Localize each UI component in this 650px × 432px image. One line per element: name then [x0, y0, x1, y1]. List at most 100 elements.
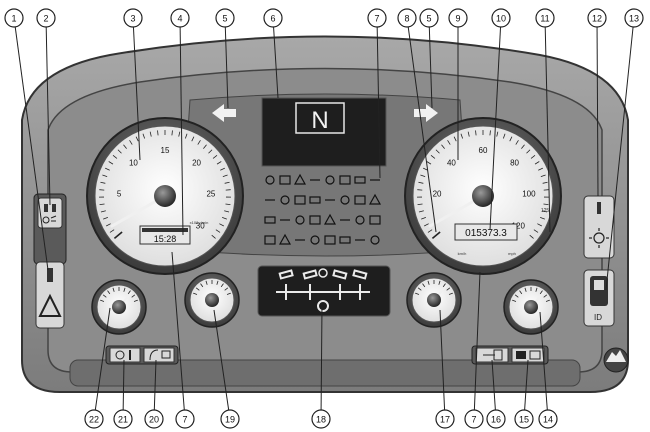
- speedometer-tick: [496, 131, 499, 137]
- warning-light-icon: [370, 235, 380, 245]
- speedometer-tick: [539, 216, 545, 220]
- callout-circle: [486, 409, 506, 429]
- callout-circle: [220, 409, 240, 429]
- tachometer-tick: [123, 144, 127, 149]
- callout-leader-line: [122, 359, 125, 420]
- speedometer-tick: [426, 161, 432, 165]
- small-gauge-fuel: [91, 279, 147, 335]
- cluster-bottom-strip: [69, 359, 581, 387]
- callout-c10: 10: [489, 8, 511, 231]
- speedometer-tick-label: 20: [433, 189, 442, 198]
- callout-leader-line: [132, 17, 141, 161]
- axle-diagram-panel: [257, 265, 391, 317]
- tachometer-tick: [222, 174, 228, 178]
- tachometer-tick-label: 15: [161, 146, 170, 155]
- tachometer-tick-label: 10: [129, 159, 138, 168]
- speedometer-tick: [489, 130, 491, 136]
- callout-number: 1: [11, 14, 16, 24]
- tachometer-tick: [109, 229, 115, 233]
- small-gauge-tick: [220, 283, 224, 288]
- axle-diagram-icon: [276, 269, 370, 312]
- callout-c1: 1: [4, 8, 49, 271]
- tachometer-tick: [203, 144, 207, 149]
- speedometer-tick: [526, 149, 531, 154]
- small-gauge-tick: [131, 294, 136, 298]
- warning-light-icon: [369, 215, 381, 225]
- callout-leader-line: [596, 17, 599, 197]
- callout-number: 7: [182, 415, 187, 425]
- callout-leader-line: [491, 359, 497, 420]
- callout-circle: [123, 8, 143, 28]
- tachometer-tick: [129, 140, 133, 145]
- speedometer-tick: [538, 167, 543, 171]
- speedometer-tick: [417, 203, 423, 206]
- speedometer-tick: [515, 140, 519, 145]
- callout-circle: [263, 8, 283, 28]
- callout-c21: 21: [113, 359, 133, 429]
- callout-leader-line: [439, 309, 446, 420]
- warning-light-icon: [264, 235, 276, 245]
- speedometer-tick: [424, 223, 429, 227]
- small-gauge-tick: [512, 299, 517, 302]
- callout-number: 2: [43, 14, 48, 24]
- callout-number: 17: [440, 415, 450, 425]
- speedometer-tick: [542, 181, 548, 184]
- speedometer-tick: [430, 155, 436, 159]
- small-gauge-tick: [442, 283, 446, 288]
- callout-number: 16: [491, 415, 501, 425]
- tachometer-tick: [178, 131, 181, 137]
- small-gauge-tick: [127, 290, 131, 295]
- callout-number: 5: [426, 14, 431, 24]
- warning-light-icon: [295, 215, 305, 225]
- speedometer-tick: [540, 174, 546, 178]
- switch-12[interactable]: [583, 195, 615, 259]
- small-gauge-tick: [519, 290, 523, 295]
- small-gauge-tick: [446, 287, 451, 291]
- callout-number: 10: [496, 14, 506, 24]
- callout-leader-line: [153, 359, 157, 420]
- gear-indicator: N: [311, 107, 328, 134]
- warning-light-icon: [354, 176, 366, 184]
- right-turn-arrow-icon: [414, 104, 438, 122]
- callout-number: 13: [629, 14, 639, 24]
- tachometer-tick: [100, 181, 106, 184]
- warning-light-icon: [339, 236, 351, 244]
- button-21[interactable]: [109, 347, 141, 363]
- small-gauge-coolant: [184, 272, 240, 328]
- speedometer-right-unit: mph: [508, 251, 516, 256]
- callout-c2: 2: [36, 8, 56, 206]
- warning-light-icon: [354, 195, 366, 205]
- axle-lock-icon: [318, 268, 328, 278]
- callout-leader-line: [539, 311, 549, 420]
- callout-number: 5: [222, 14, 227, 24]
- callout-c15: 15: [514, 359, 534, 429]
- tachometer-tick: [157, 130, 159, 136]
- small-gauge-tick: [112, 287, 115, 292]
- callout-circle: [538, 409, 558, 429]
- warning-light-icon: [368, 193, 382, 205]
- callout-circle: [84, 409, 104, 429]
- callout-circle: [419, 8, 439, 28]
- speedometer-tick-label: 100: [522, 189, 536, 198]
- speedometer-tick: [542, 210, 548, 213]
- callout-c16: 16: [486, 359, 506, 429]
- callout-circle: [397, 8, 417, 28]
- callout-number: 8: [404, 14, 409, 24]
- small-gauge-tick: [205, 280, 208, 285]
- tachometer-tick: [197, 140, 201, 145]
- small-gauge-tick: [524, 287, 527, 292]
- callout-number: 7: [471, 415, 476, 425]
- tachometer-tick: [102, 174, 108, 178]
- callout-number: 7: [374, 14, 379, 24]
- speedometer-tick: [475, 130, 477, 136]
- tachometer-tick: [142, 133, 146, 139]
- callout-c12: 12: [587, 8, 607, 197]
- odometer-lcd: [454, 223, 518, 241]
- tachometer-tick: [100, 210, 106, 213]
- tachometer-tick: [99, 203, 105, 206]
- speedometer-tick: [453, 136, 457, 142]
- speedometer-hub: [472, 185, 494, 207]
- small-gauge-air: [503, 279, 559, 335]
- callout-c11: 11: [535, 8, 555, 233]
- callout-c7a: 7: [367, 8, 387, 179]
